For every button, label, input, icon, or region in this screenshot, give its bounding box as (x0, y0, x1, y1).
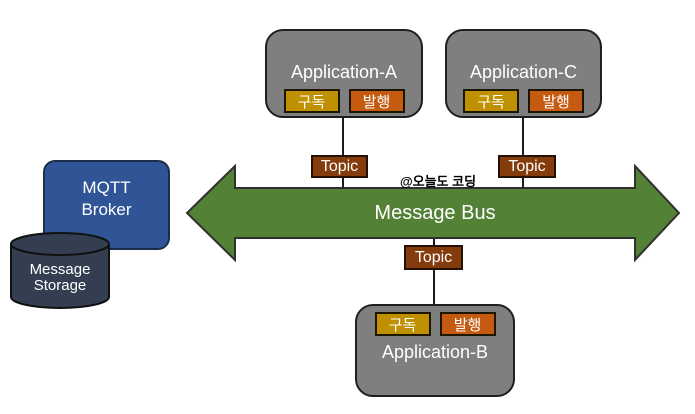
topic-box-a: Topic (311, 155, 368, 178)
message-bus-arrow (185, 163, 681, 263)
application-a-publish-label: 발행 (362, 93, 391, 111)
cylinder-body (10, 244, 110, 309)
topic-c-label: Topic (508, 157, 546, 175)
message-bus-label: Message Bus (374, 202, 496, 224)
application-b-box: 구독 발행 Application-B (355, 304, 515, 397)
topic-b-label: Topic (414, 248, 453, 266)
message-storage-cylinder (10, 232, 110, 309)
application-b-subscribe-label: 구독 (388, 316, 417, 334)
topic-box-c: Topic (498, 155, 556, 178)
topic-box-b: Topic (404, 245, 463, 270)
mqtt-broker-title-line2: Broker (81, 200, 132, 219)
application-c-subscribe-label: 구독 (477, 93, 505, 111)
connector-app-b-bus (433, 236, 435, 306)
application-c-box: Application-C 구독 발행 (445, 29, 602, 118)
application-c-subscribe-chip: 구독 (463, 89, 519, 113)
message-bus-arrow-shape (185, 163, 681, 263)
message-storage-line2: Storage (33, 277, 87, 294)
application-b-publish-chip: 발행 (439, 312, 496, 336)
application-c-publish-chip: 발행 (528, 89, 584, 113)
application-a-box: Application-A 구독 발행 (265, 29, 423, 118)
message-storage-label: Message Storage (8, 262, 112, 294)
application-b-publish-label: 발행 (453, 316, 482, 334)
application-a-subscribe-label: 구독 (297, 93, 326, 111)
application-c-publish-label: 발행 (542, 93, 570, 111)
application-b-subscribe-chip: 구독 (374, 312, 431, 336)
application-a-subscribe-chip: 구독 (283, 89, 340, 113)
connector-app-a-bus (342, 118, 344, 188)
application-c-title: Application-C (469, 62, 578, 82)
mqtt-broker-title-line1: MQTT (82, 178, 131, 197)
application-a-publish-chip: 발행 (348, 89, 405, 113)
watermark-text: @오늘도 코딩 (399, 174, 477, 189)
connector-app-c-bus (522, 118, 524, 188)
cylinder-top (10, 232, 110, 256)
application-a-title: Application-A (290, 62, 398, 82)
application-b-chips: 구독 발행 (374, 312, 496, 336)
topic-a-label: Topic (320, 157, 359, 175)
application-c-chips: 구독 발행 (463, 89, 584, 113)
application-b-title: Application-B (381, 342, 489, 362)
message-storage-line1: Message (29, 261, 91, 278)
application-a-chips: 구독 발행 (283, 89, 405, 113)
